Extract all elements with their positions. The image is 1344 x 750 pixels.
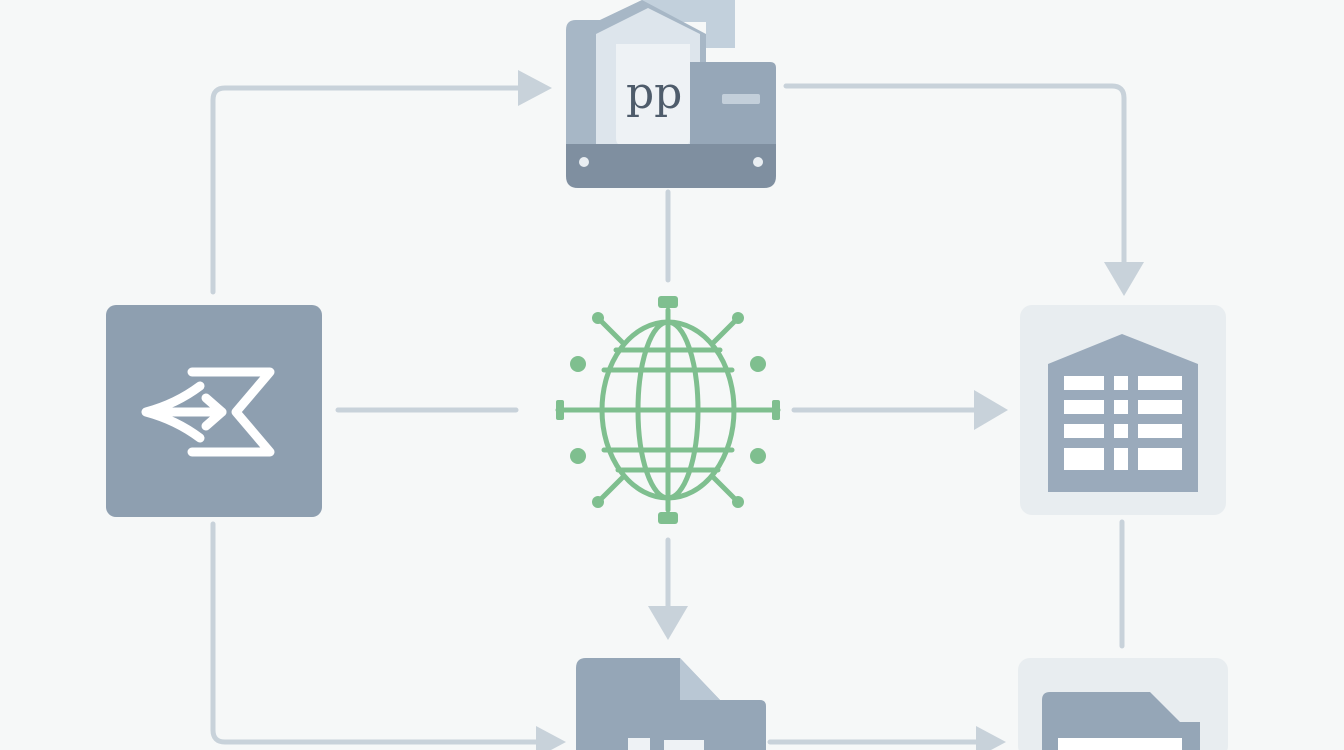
router-node[interactable]	[106, 305, 322, 517]
arrowhead-warehouse-left	[974, 390, 1008, 430]
folder-bottom-center-node[interactable]	[576, 658, 766, 750]
connectors	[210, 70, 1144, 750]
data-warehouse-node[interactable]	[1020, 305, 1226, 515]
internet-node[interactable]	[555, 296, 781, 524]
app-server-node[interactable]: pp	[566, 0, 776, 188]
folder-icon	[576, 658, 766, 750]
connector-app-server-to-warehouse	[783, 83, 1127, 271]
app-server-icon: pp	[566, 0, 776, 188]
arrowhead-warehouse-top	[1104, 262, 1144, 296]
arrowhead-folder-right	[976, 726, 1006, 750]
app-server-label: pp	[626, 68, 682, 119]
arrowhead-folder-left	[536, 726, 566, 750]
table-warehouse-icon	[1048, 334, 1198, 492]
arrowhead-folder-top	[648, 606, 688, 640]
folder-icon	[1042, 692, 1200, 750]
globe-network-icon	[555, 307, 781, 513]
connector-router-to-folder	[210, 521, 543, 745]
connector-router-to-app-server	[210, 85, 523, 295]
arrow-router-icon	[141, 367, 275, 457]
folder-bottom-right-node[interactable]	[1018, 658, 1228, 750]
arrowhead-app-server	[518, 70, 552, 106]
globe-nodes	[556, 296, 780, 524]
